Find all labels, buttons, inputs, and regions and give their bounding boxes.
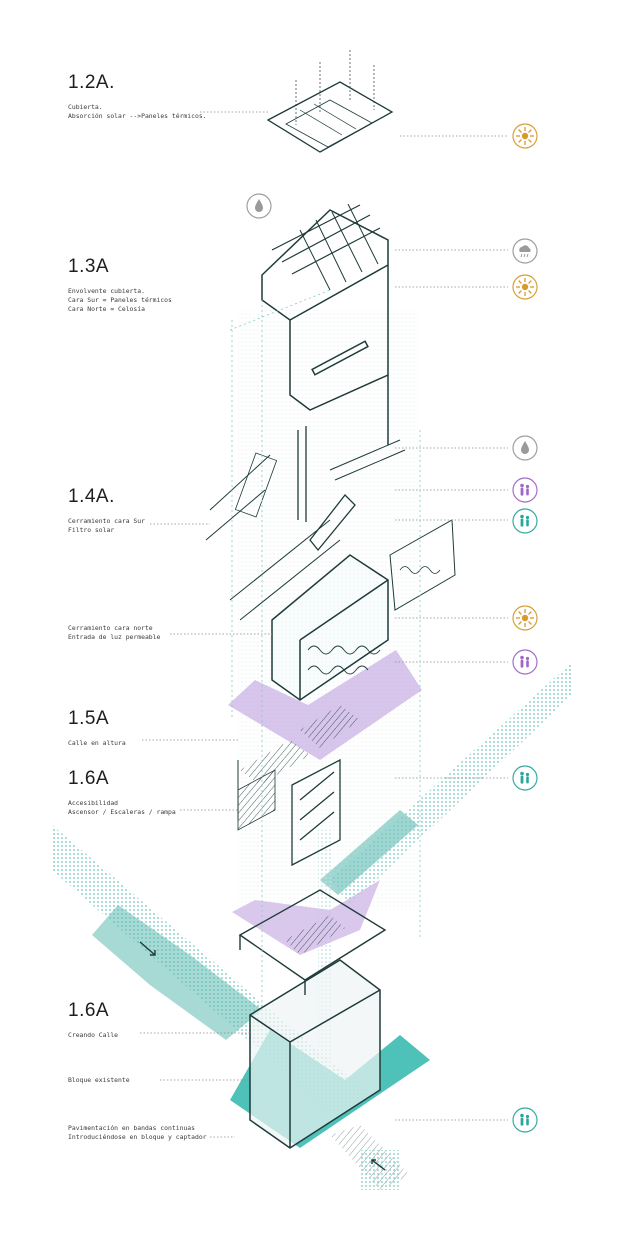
section-heading: 1.6A (68, 1000, 110, 1021)
water-drop-icon (512, 435, 538, 461)
section-line: Filtro solar (68, 526, 115, 534)
existing-block (249, 959, 381, 1149)
label-1-6a-creating-street: 1.6A Creando Calle (68, 1000, 118, 1040)
label-1-5a-elevated-street: 1.5A Calle en altura (68, 708, 126, 748)
label-existing-block: Bloque existente (68, 1076, 130, 1085)
people-icon (512, 649, 538, 675)
sun-icon (512, 123, 538, 149)
section-line: Pavimentación en bandas continuas (68, 1124, 195, 1132)
section-line: Ascensor / Escaleras / rampa (68, 808, 176, 816)
people-icon (512, 1107, 538, 1133)
people-icon (512, 477, 538, 503)
roof-envelope (261, 203, 389, 445)
teal-street-band-left-solid (92, 905, 262, 1040)
sun-icon (512, 605, 538, 631)
section-heading: 1.2A. (68, 72, 115, 93)
label-paving-bands: Pavimentación en bandas continuas Introd… (68, 1124, 207, 1142)
section-line: Cubierta. (68, 103, 103, 111)
people-icon (512, 765, 538, 791)
label-north-enclosure: Cerramiento cara norte Entrada de luz pe… (68, 624, 160, 642)
section-heading: 1.4A. (68, 486, 115, 507)
accessibility-ramps (237, 758, 341, 867)
sun-icon (512, 274, 538, 300)
south-enclosure (205, 426, 406, 621)
lilac-elevated-street (228, 650, 422, 760)
section-line: Absorción solar -->Paneles térmicos. (68, 112, 207, 120)
section-heading: 1.5A (68, 708, 110, 729)
people-icon (512, 508, 538, 534)
section-line: Cara Sur = Paneles térmicos (68, 296, 172, 304)
section-heading: 1.6A (68, 768, 110, 789)
label-1-2a-roof: 1.2A. Cubierta. Absorción solar -->Panel… (68, 72, 207, 121)
label-1-4a-south-enclosure: 1.4A. Cerramiento cara Sur Filtro solar (68, 486, 145, 535)
rain-cloud-icon (512, 238, 538, 264)
direction-arrows (139, 941, 386, 1171)
section-line: Cara Norte = Celosía (68, 305, 145, 313)
roof-solar-panels (266, 50, 394, 153)
section-line: Envolvente cubierta. (68, 287, 145, 295)
section-line: Entrada de luz permeable (68, 633, 161, 641)
section-line: Accesibilidad (68, 799, 119, 807)
section-heading: 1.3A (68, 256, 110, 277)
section-line: Creando Calle (68, 1031, 119, 1039)
section-line: Calle en altura (68, 739, 126, 747)
label-1-6a-accessibility: 1.6A Accesibilidad Ascensor / Escaleras … (68, 768, 176, 817)
section-line: Cerramiento cara norte (68, 624, 153, 632)
section-line: Bloque existente (68, 1076, 130, 1084)
section-line: Introduciéndose en bloque y captador (68, 1133, 207, 1141)
section-line: Cerramiento cara Sur (68, 517, 145, 525)
label-1-3a-envelope: 1.3A Envolvente cubierta. Cara Sur = Pan… (68, 256, 172, 314)
leader-lines (140, 111, 508, 1138)
water-drop-icon (246, 193, 272, 219)
